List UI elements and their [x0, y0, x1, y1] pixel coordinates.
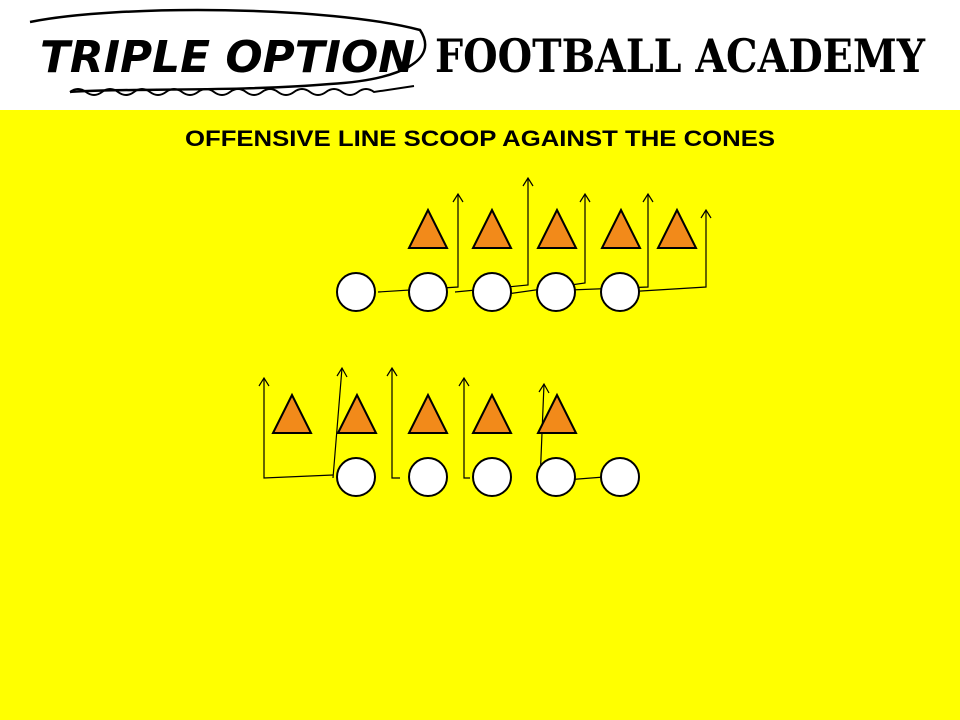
- arrowhead: [700, 208, 712, 219]
- cone-triangle-icon: [471, 207, 513, 249]
- arrowhead: [452, 192, 464, 203]
- route: [499, 194, 586, 296]
- arrowhead: [386, 366, 398, 377]
- logo-squiggle: [69, 85, 415, 96]
- arrowhead: [258, 376, 270, 387]
- route: [391, 368, 400, 479]
- offensive-lineman-circle-icon: [472, 272, 512, 312]
- cone-triangle-icon: [600, 207, 642, 249]
- offensive-lineman-circle-icon: [600, 272, 640, 312]
- drill-title: OFFENSIVE LINE SCOOP AGAINST THE CONES: [185, 126, 775, 151]
- arrowhead: [458, 376, 470, 387]
- offensive-lineman-circle-icon: [408, 272, 448, 312]
- offensive-lineman-circle-icon: [408, 457, 448, 497]
- formation-scoop-right: [336, 176, 712, 312]
- arrowhead: [522, 176, 534, 187]
- cone-triangle-icon: [471, 392, 513, 434]
- cone-triangle-icon: [336, 392, 378, 434]
- offensive-lineman-circle-icon: [536, 457, 576, 497]
- cone-triangle-icon: [271, 392, 313, 434]
- cone-triangle-icon: [407, 207, 449, 249]
- cone-triangle-icon: [407, 392, 449, 434]
- formation-scoop-left: [258, 366, 640, 497]
- cone-triangle-icon: [536, 392, 578, 434]
- route: [377, 194, 459, 293]
- arrowhead: [336, 366, 348, 378]
- drill-field: OFFENSIVE LINE SCOOP AGAINST THE CONES: [0, 110, 960, 720]
- route: [263, 378, 334, 479]
- arrowhead: [538, 382, 550, 394]
- cones-formation-2: [271, 392, 578, 434]
- routes-formation-2: [263, 367, 618, 483]
- linemen-formation-1: [336, 272, 640, 312]
- cone-triangle-icon: [656, 207, 698, 249]
- drill-diagram: OFFENSIVE LINE SCOOP AGAINST THE CONES: [0, 110, 960, 720]
- offensive-lineman-circle-icon: [336, 457, 376, 497]
- field-background: [0, 110, 960, 720]
- route: [332, 367, 343, 479]
- route: [463, 378, 470, 479]
- arrowhead: [579, 192, 591, 203]
- logo: TRIPLE OPTION FOOTBALL ACADEMY: [29, 8, 926, 96]
- logo-triple-option: TRIPLE OPTION: [40, 32, 415, 83]
- arrowhead: [642, 192, 654, 203]
- linemen-formation-2: [336, 457, 640, 497]
- offensive-lineman-circle-icon: [472, 457, 512, 497]
- cone-triangle-icon: [536, 207, 578, 249]
- offensive-lineman-circle-icon: [336, 272, 376, 312]
- route: [624, 210, 707, 293]
- route: [569, 194, 649, 291]
- logo-football-academy: FOOTBALL ACADEMY: [435, 29, 926, 83]
- arrowheads-formation-2: [258, 366, 550, 394]
- offensive-lineman-circle-icon: [536, 272, 576, 312]
- arrowheads-formation-1: [452, 176, 712, 219]
- header: TRIPLE OPTION FOOTBALL ACADEMY: [0, 0, 960, 110]
- cones-formation-1: [407, 207, 698, 249]
- offensive-lineman-circle-icon: [600, 457, 640, 497]
